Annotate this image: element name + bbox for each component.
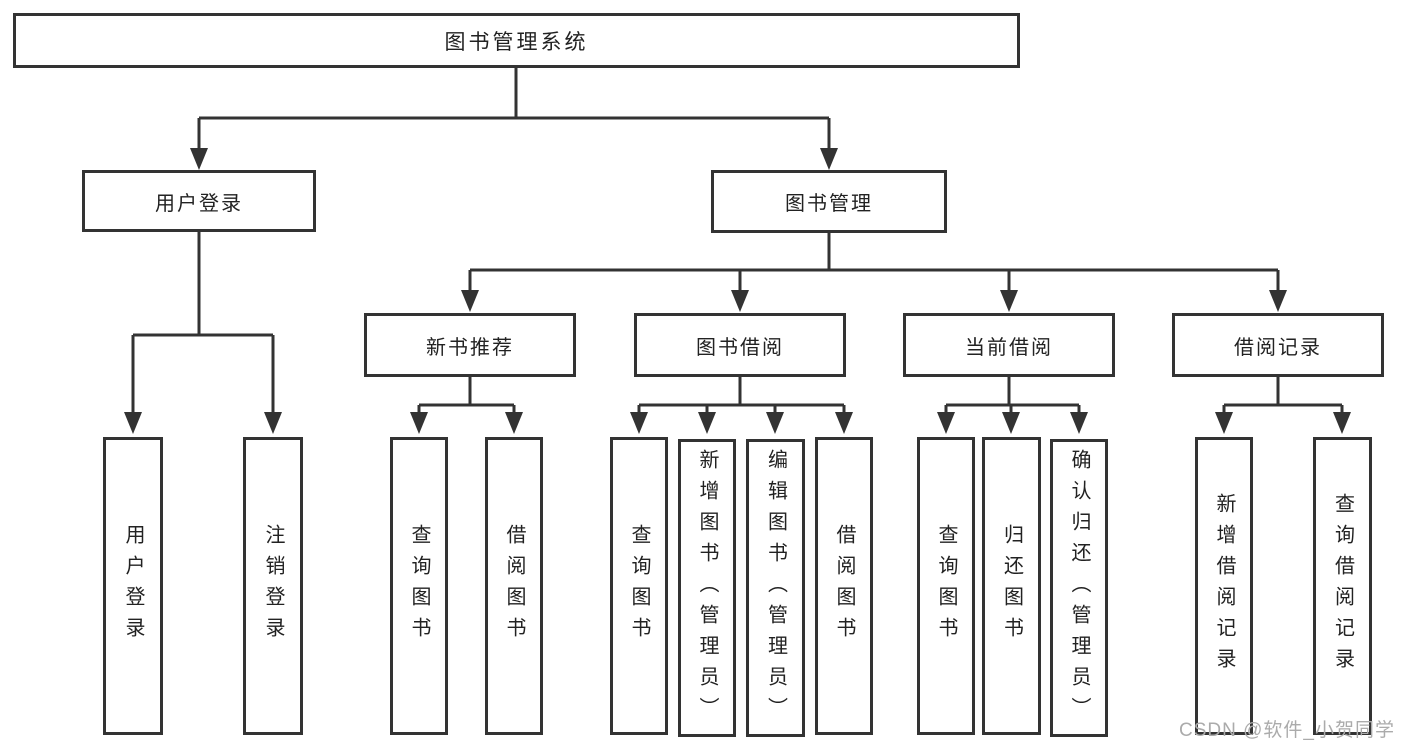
connector-root-to-level2 <box>190 68 838 170</box>
leaf-query-books-current: 查询图书 <box>917 437 975 735</box>
leaf-query-books-recommend: 查询图书 <box>390 437 448 735</box>
box-current-borrowing: 当前借阅 <box>903 313 1115 377</box>
box-borrowing-records: 借阅记录 <box>1172 313 1384 377</box>
borrowing-records-label: 借阅记录 <box>1234 336 1322 359</box>
leaf-query-books-borrowing-label: 查询图书 <box>628 524 650 648</box>
leaf-logout-login: 注销登录 <box>243 437 303 735</box>
connector-borrowing-records-to-leaves <box>1215 377 1351 434</box>
leaf-return-books-label: 归还图书 <box>1000 524 1023 648</box>
leaf-borrow-books-recommend: 借阅图书 <box>485 437 543 735</box>
leaf-user-login: 用户登录 <box>103 437 163 735</box>
connector-book-management-to-level3 <box>461 233 1287 312</box>
user-login-label: 用户登录 <box>155 192 243 215</box>
book-management-label: 图书管理 <box>785 193 873 215</box>
leaf-user-login-label: 用户登录 <box>122 524 144 648</box>
new-book-recommend-label: 新书推荐 <box>426 336 514 359</box>
leaf-confirm-return-admin: 确认归还（管理员） <box>1050 439 1108 737</box>
leaf-add-books-admin-label: 新增图书（管理员） <box>696 448 718 728</box>
box-book-borrowing: 图书借阅 <box>634 313 846 377</box>
connector-current-borrowing-to-leaves <box>937 377 1088 434</box>
leaf-query-borrow-record-label: 查询借阅记录 <box>1331 493 1354 679</box>
book-borrowing-label: 图书借阅 <box>696 336 784 359</box>
csdn-watermark: CSDN @软件_小贺同学 <box>1179 720 1395 741</box>
leaf-logout-login-label: 注销登录 <box>262 524 284 648</box>
root-label: 图书管理系统 <box>444 30 589 54</box>
leaf-borrow-books-recommend-label: 借阅图书 <box>503 524 525 648</box>
current-borrowing-label: 当前借阅 <box>965 336 1053 359</box>
box-new-book-recommend: 新书推荐 <box>364 313 576 377</box>
connector-book-borrowing-to-leaves <box>630 377 853 434</box>
leaf-edit-books-admin: 编辑图书（管理员） <box>746 439 805 737</box>
connector-user-login-to-leaves <box>124 232 282 434</box>
connector-new-book-recommend-to-leaves <box>410 377 523 434</box>
box-book-management: 图书管理 <box>711 170 947 233</box>
leaf-query-books-current-label: 查询图书 <box>935 524 957 648</box>
box-root-library-management-system: 图书管理系统 <box>13 13 1020 68</box>
box-user-login: 用户登录 <box>82 170 316 232</box>
leaf-edit-books-admin-label: 编辑图书（管理员） <box>764 448 787 728</box>
leaf-borrow-books-borrowing-label: 借阅图书 <box>833 524 855 648</box>
leaf-add-borrow-record: 新增借阅记录 <box>1195 437 1253 735</box>
leaf-query-books-recommend-label: 查询图书 <box>408 524 430 648</box>
leaf-add-books-admin: 新增图书（管理员） <box>678 439 736 737</box>
leaf-borrow-books-borrowing: 借阅图书 <box>815 437 873 735</box>
leaf-query-books-borrowing: 查询图书 <box>610 437 668 735</box>
leaf-confirm-return-admin-label: 确认归还（管理员） <box>1068 448 1090 728</box>
leaf-add-borrow-record-label: 新增借阅记录 <box>1213 493 1235 679</box>
leaf-return-books: 归还图书 <box>982 437 1041 735</box>
leaf-query-borrow-record: 查询借阅记录 <box>1313 437 1372 735</box>
